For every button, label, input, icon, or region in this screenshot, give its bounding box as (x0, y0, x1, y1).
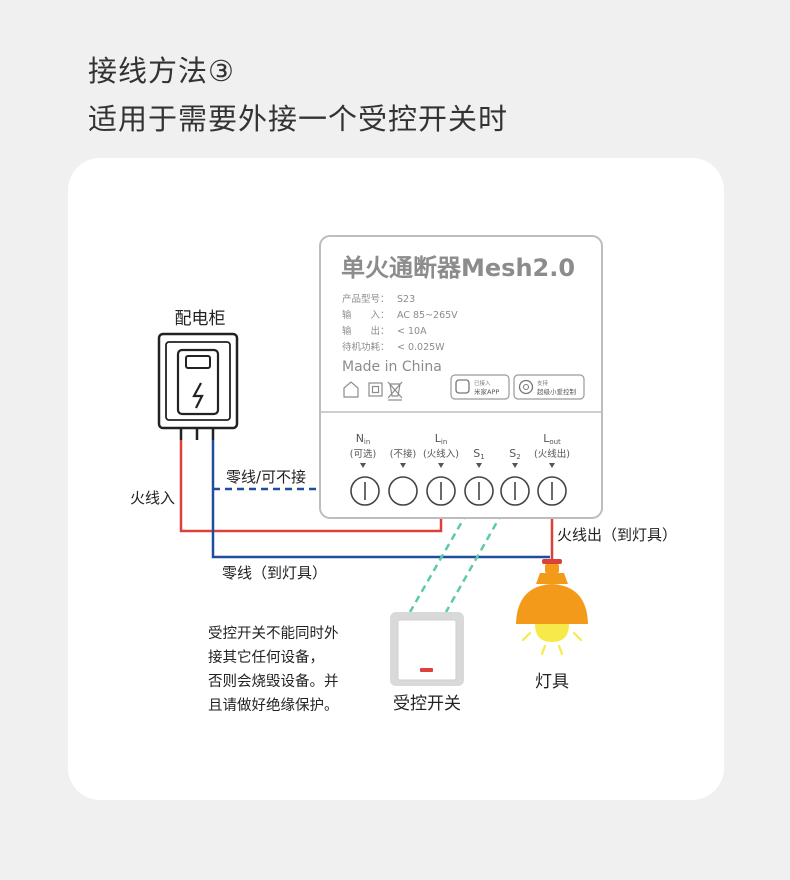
electricity-icon (192, 382, 204, 409)
spec-standby-label: 待机功耗： (342, 341, 390, 353)
warning-line-3: 否则会烧毁设备。并 (208, 673, 339, 690)
xiaoai-badge-line1: 支持 (537, 379, 549, 387)
warning-line-1: 受控开关不能同时外 (208, 625, 339, 642)
cabinet-label: 配电柜 (175, 309, 226, 329)
page-title: 接线方法③ (88, 54, 235, 88)
page-subtitle: 适用于需要外接一个受控开关时 (88, 102, 509, 136)
spec-standby-value: < 0.025W (397, 342, 445, 353)
lamp-shade (516, 584, 588, 624)
warning-line-2: 接其它任何设备， (208, 648, 324, 666)
mi-badge-line1: 已接入 (474, 379, 491, 387)
live-in-label: 火线入 (130, 489, 175, 507)
spec-output-label: 输 出： (342, 325, 390, 337)
spec-input-value: AC 85~265V (397, 310, 458, 321)
switch-led (420, 668, 433, 672)
terminal-s2-label: S2 (509, 447, 520, 461)
xiaoai-badge: 支持 超级小爱控制 (513, 374, 585, 400)
lamp-cap (536, 573, 568, 584)
spec-model-value: S23 (397, 294, 415, 305)
terminal-blank-note: (不接) (390, 448, 416, 460)
made-in-label: Made in China (342, 359, 442, 375)
light-rays (521, 631, 583, 656)
terminal-n-label: Nin (356, 432, 371, 446)
warning-note: 受控开关不能同时外 接其它任何设备， 否则会烧毁设备。并 且请做好绝缘保护。 (208, 625, 339, 714)
module-title: 单火通断器Mesh2.0 (341, 254, 575, 282)
terminal-lout-label: Lout (543, 432, 561, 446)
lamp: 灯具 (516, 559, 588, 692)
neutral-optional-label: 零线/可不接 (226, 468, 306, 486)
terminal-blank (388, 476, 418, 506)
home-icon (343, 381, 359, 398)
double-insulation-icon (368, 382, 383, 397)
mi-home-badge: 已接入 米家APP (450, 374, 510, 400)
spec-input-label: 输 入： (342, 309, 390, 321)
controlled-switch: 受控开关 (390, 612, 464, 714)
switch-label: 受控开关 (393, 694, 461, 714)
warning-line-4: 且请做好绝缘保护。 (208, 697, 339, 714)
distribution-cabinet: 配电柜 (157, 309, 239, 440)
spec-model-label: 产品型号： (342, 293, 390, 305)
spec-output-value: < 10A (397, 326, 427, 337)
xiaoai-badge-line2: 超级小爱控制 (537, 387, 577, 396)
certification-icons (343, 381, 403, 401)
neutral-lamp-wire (211, 440, 550, 559)
terminal-lin-label: Lin (435, 432, 448, 446)
lamp-label: 灯具 (535, 672, 569, 692)
terminal-lin-note: (火线入) (423, 448, 459, 460)
mi-home-icon (455, 379, 470, 394)
live-out-label: 火线出（到灯具） (557, 526, 677, 544)
lamp-bulb (535, 624, 569, 642)
weee-bin-icon (387, 381, 403, 401)
terminal-s1-label: S1 (473, 447, 484, 461)
xiaoai-icon (518, 379, 534, 395)
switch-module: 单火通断器Mesh2.0 产品型号： S23 输 入： AC 85~265V 输… (319, 235, 603, 519)
switch-wire-s2 (444, 491, 516, 613)
neutral-lamp-label: 零线（到灯具） (222, 564, 327, 582)
mi-badge-line2: 米家APP (474, 387, 499, 396)
terminal-lout-note: (火线出) (534, 448, 570, 460)
terminal-n-note: (可选) (350, 448, 376, 460)
